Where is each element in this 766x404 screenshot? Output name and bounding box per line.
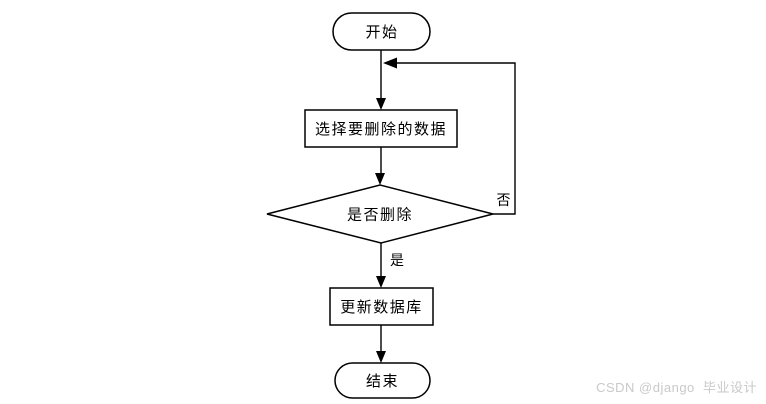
select-node-label: 选择要删除的数据 [315,121,447,138]
end-node-label: 结束 [366,373,399,390]
select-process-shape [304,109,458,148]
arrowhead-loopback [383,57,397,69]
update-process-shape [329,287,434,326]
edge-no-loopback [396,62,516,215]
start-node-label: 开始 [365,24,398,41]
update-database-node: 更新数据库 [329,287,434,326]
arrowhead-into-decision [375,173,385,185]
select-data-node: 选择要删除的数据 [304,109,458,148]
start-node: 开始 [332,12,431,51]
end-node: 结束 [334,362,431,399]
arrowhead-into-end [376,351,386,363]
yes-branch-label: 是 [390,252,404,268]
end-terminator-shape [334,362,431,399]
flow-edges [375,50,516,363]
arrowhead-into-update [376,276,386,288]
start-terminator-shape [332,12,431,51]
arrowhead-into-select [376,98,386,110]
no-branch-label: 否 [497,192,511,208]
watermark-text: CSDN @django 毕业设计 [596,380,757,395]
decision-node-label: 是否删除 [347,207,413,224]
decision-node: 是否删除 [266,184,494,244]
update-node-label: 更新数据库 [340,299,423,316]
decision-diamond-shape [266,184,494,244]
